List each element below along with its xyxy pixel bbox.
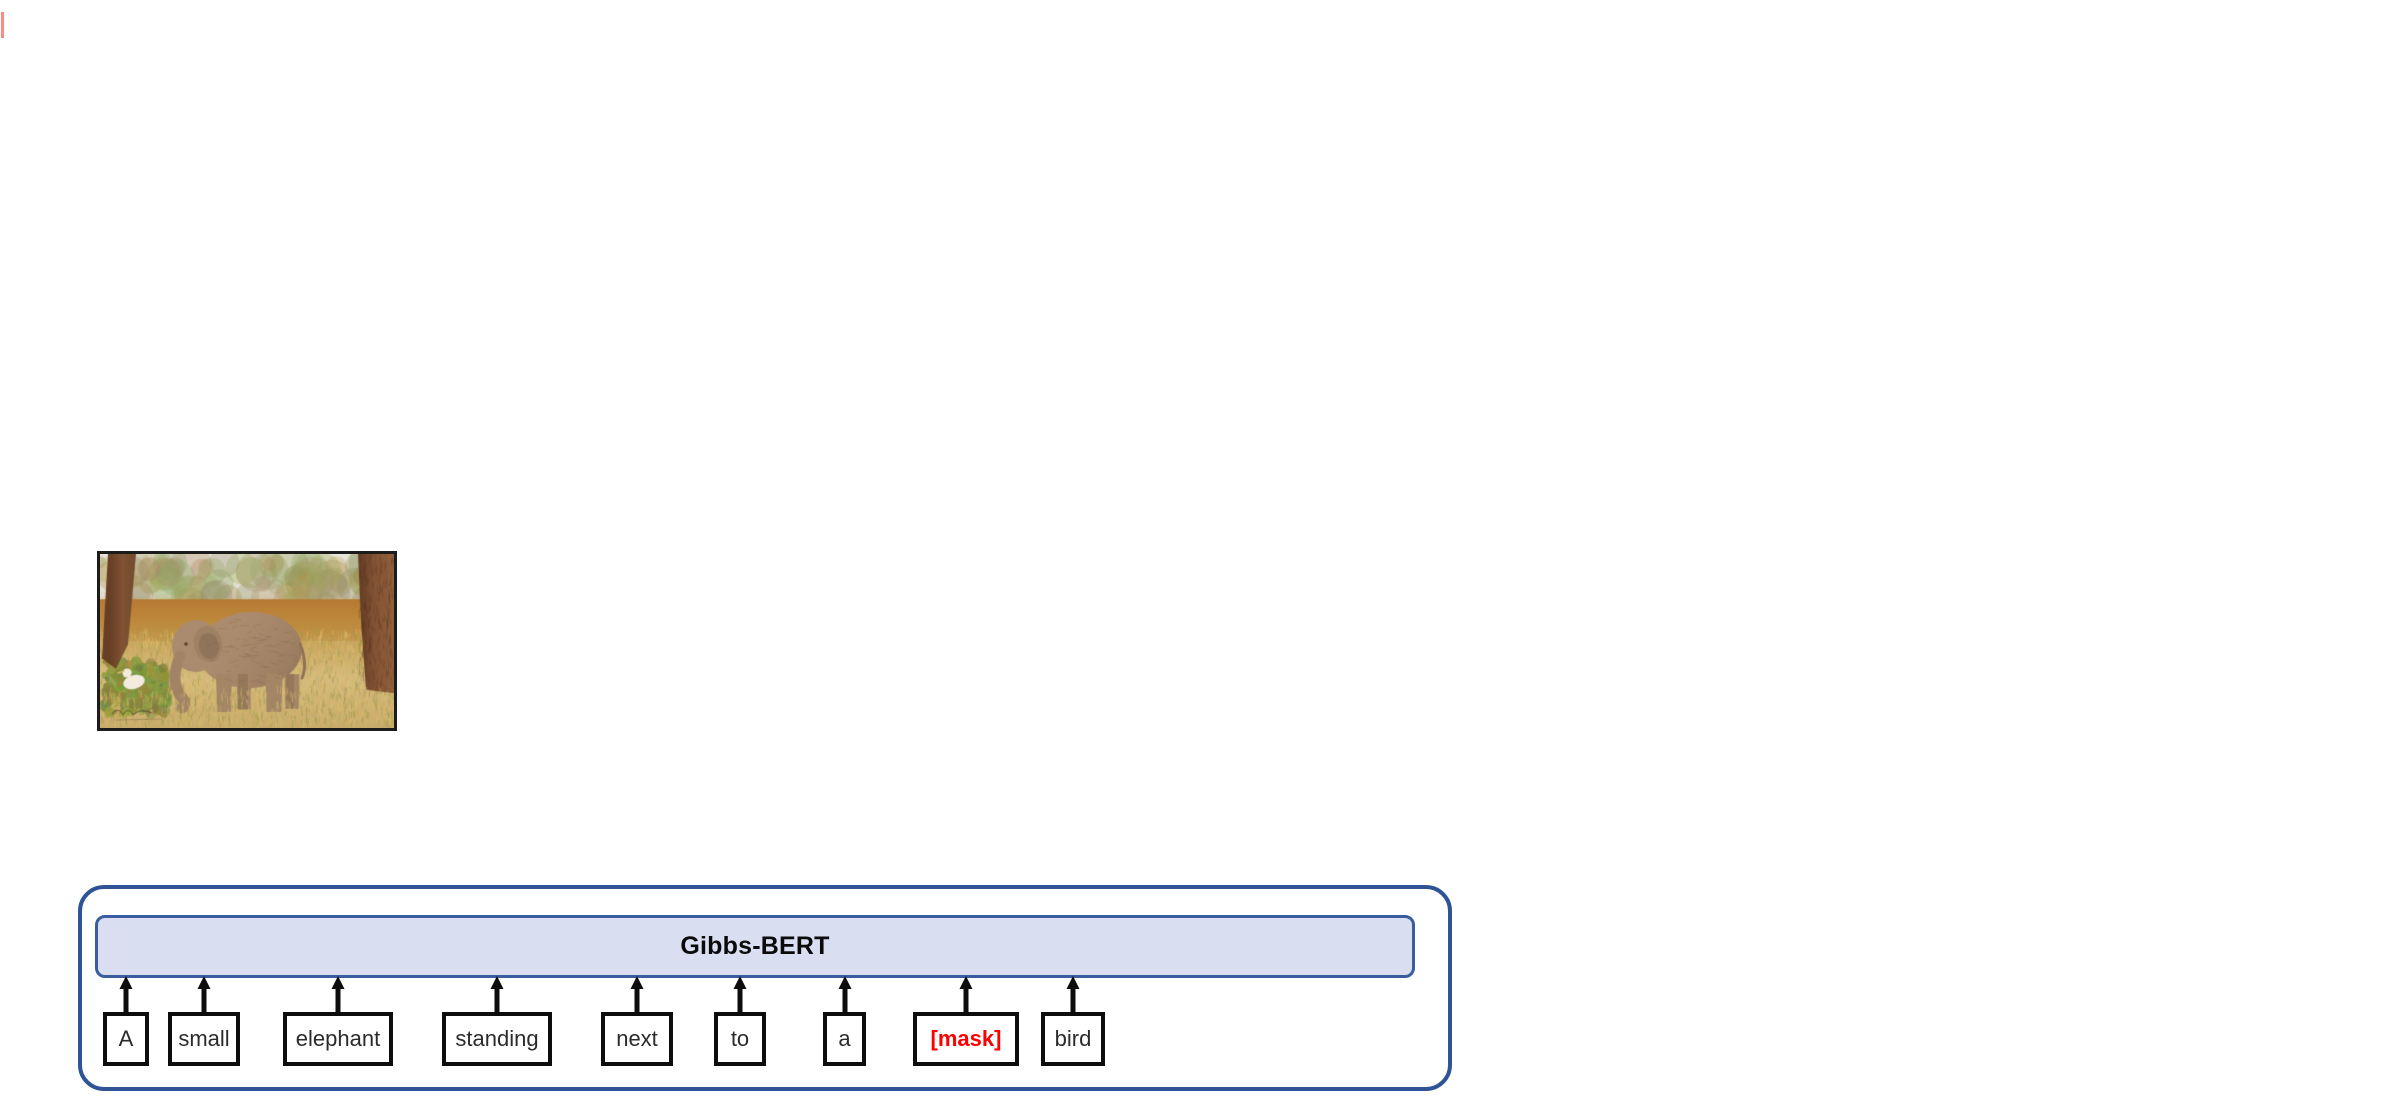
token-unit: small [168,976,240,1066]
gibbs-bert-banner: Gibbs-BERT [95,915,1415,978]
token-unit: A [103,976,149,1066]
token-to-model-arrow-icon [959,976,973,1012]
token-label: next [616,1026,658,1051]
elephant-photo-image [100,554,394,728]
token-label: a [838,1026,851,1051]
token-to-model-arrow-icon [331,976,345,1012]
token-label: bird [1054,1026,1092,1051]
token-box-small[interactable]: small [168,1012,240,1066]
model-name-label: Gibbs-BERT [680,932,830,960]
token-to-model-arrow-icon [630,976,644,1012]
token-to-model-arrow-icon [733,976,747,1012]
red-tick-artifact [1,12,4,38]
token-box-next[interactable]: next [601,1012,673,1066]
token-box-mask[interactable]: [mask] [913,1012,1019,1066]
token-box-standing[interactable]: standing [442,1012,552,1066]
token-unit: next [601,976,673,1066]
token-box-A[interactable]: A [103,1012,149,1066]
token-label: to [730,1026,750,1051]
token-box-elephant[interactable]: elephant [283,1012,393,1066]
token-to-model-arrow-icon [197,976,211,1012]
token-label: [mask] [930,1026,1002,1051]
token-unit: a [823,976,866,1066]
token-to-model-arrow-icon [838,976,852,1012]
token-to-model-arrow-icon [490,976,504,1012]
token-box-a[interactable]: a [823,1012,866,1066]
token-box-to[interactable]: to [714,1012,766,1066]
token-box-bird[interactable]: bird [1041,1012,1105,1066]
token-unit: to [714,976,766,1066]
token-label: standing [455,1026,539,1051]
token-unit: standing [442,976,552,1066]
caption-source-photo [97,551,397,731]
token-label: small [178,1026,230,1051]
token-to-model-arrow-icon [119,976,133,1012]
token-unit: bird [1041,976,1105,1066]
token-label: elephant [295,1026,381,1051]
token-unit: elephant [283,976,393,1066]
token-unit: [mask] [913,976,1019,1066]
token-to-model-arrow-icon [1066,976,1080,1012]
token-label: A [118,1026,134,1051]
